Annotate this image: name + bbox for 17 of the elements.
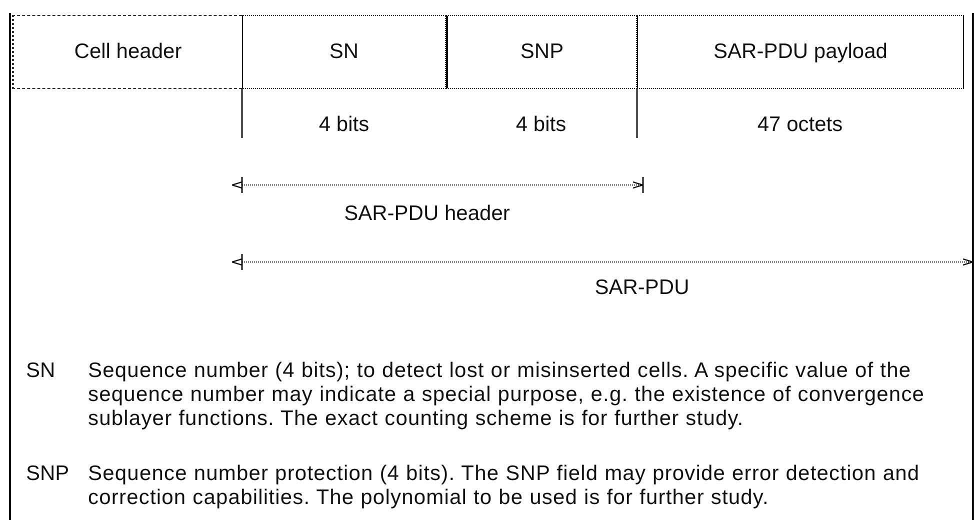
term: SN — [26, 359, 56, 383]
field-name: Cell header — [74, 40, 182, 64]
field-box — [446, 15, 637, 89]
field-box — [242, 15, 446, 89]
term: SNP — [26, 462, 70, 486]
field-name: SAR-PDU payload — [714, 40, 888, 64]
field-name: SNP — [520, 40, 564, 64]
field-size: 4 bits — [516, 113, 566, 137]
definition-text: Sequence number (4 bits); to detect lost or misinserted cells. A specific value of the sequence number may indicate a special purpose, e.g. the existence of convergence sublayer functions. The exact counting scheme is for further study. — [88, 359, 926, 431]
field-box — [12, 15, 242, 89]
dimension-label: SAR-PDU — [594, 276, 690, 300]
field-size: 47 octets — [757, 113, 843, 137]
field-size: 4 bits — [318, 113, 370, 137]
dimension-label: SAR-PDU header — [344, 202, 510, 226]
definition-text: Sequence number protection (4 bits). The SNP field may provide error detection and correction capabilities. The polynomial to be used is for further study. — [88, 462, 921, 510]
field-box — [637, 15, 964, 89]
field-name: SN — [329, 40, 359, 64]
